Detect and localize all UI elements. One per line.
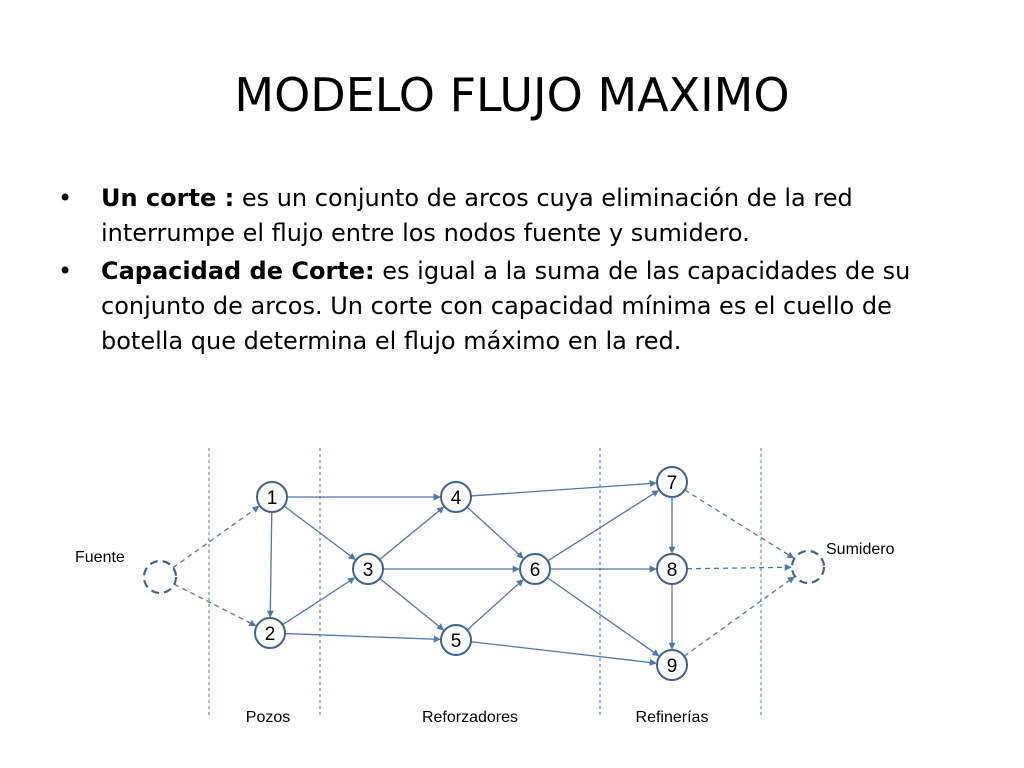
node-circle — [519, 553, 551, 585]
sink-node — [790, 549, 826, 585]
edge-6-7 — [547, 490, 660, 562]
sink-label: Sumidero — [826, 541, 895, 558]
edge-2-3 — [282, 577, 356, 626]
node-circle — [142, 559, 178, 595]
node-5: 5 — [440, 624, 472, 656]
node-label: 9 — [667, 656, 678, 677]
edge-F-2 — [173, 583, 257, 627]
edge-5-6 — [466, 579, 524, 631]
node-circle — [352, 553, 384, 585]
nodes-layer: 1 2 3 4 5 6 7 8 9 — [142, 466, 826, 681]
edge-3-5 — [379, 577, 445, 631]
stage-label-refineries: Refinerías — [636, 709, 709, 726]
edge-4-7 — [470, 480, 657, 497]
node-4: 4 — [440, 481, 472, 513]
edge-7-S — [684, 489, 795, 559]
bullet-text: es un conjunto de arcos cuya eliminación… — [101, 184, 853, 247]
node-6: 6 — [519, 553, 551, 585]
edge-4-6 — [466, 506, 524, 559]
node-7: 7 — [656, 466, 688, 498]
source-node — [142, 559, 178, 595]
edges-layer — [172, 480, 795, 666]
node-label: 6 — [530, 560, 541, 581]
node-circle — [440, 481, 472, 513]
node-circle — [254, 617, 286, 649]
bullet-icon: • — [58, 257, 73, 285]
edge-5-9 — [470, 641, 657, 666]
stage-label-boosters: Reforzadores — [422, 709, 518, 726]
bullet-term: Capacidad de Corte: — [101, 257, 375, 285]
source-label: Fuente — [75, 549, 125, 566]
edge-F-1 — [172, 505, 260, 569]
bullet-list: • Un corte : es un conjunto de arcos cuya… — [58, 181, 978, 362]
stage-label-wells: Pozos — [246, 709, 290, 726]
node-circle — [440, 624, 472, 656]
node-circle — [656, 466, 688, 498]
edge-3-4 — [379, 506, 445, 561]
node-label: 7 — [667, 473, 678, 494]
node-label: 8 — [667, 560, 678, 581]
bullet-text: es igual a la suma de las capacidades de… — [101, 257, 911, 355]
node-label: 1 — [267, 488, 278, 509]
bullet-icon: • — [58, 184, 73, 212]
edge-6-9 — [546, 577, 660, 657]
bullet-term: Un corte : — [101, 184, 235, 212]
edge-1-3 — [283, 505, 356, 560]
edge-2-5 — [284, 632, 441, 643]
node-9: 9 — [656, 649, 688, 681]
node-8: 8 — [656, 553, 688, 585]
node-2: 2 — [254, 617, 286, 649]
node-circle — [656, 553, 688, 585]
node-label: 3 — [363, 560, 374, 581]
bullet-item-cut: • Un corte : es un conjunto de arcos cuya… — [58, 181, 978, 251]
bullet-item-cut-capacity: • Capacidad de Corte: es igual a la suma … — [58, 254, 978, 359]
edge-1-2 — [266, 511, 274, 618]
edge-9-S — [683, 576, 795, 657]
slide-title: MODELO FLUJO MAXIMO — [234, 68, 790, 122]
node-circle — [256, 481, 288, 513]
node-1: 1 — [256, 481, 288, 513]
node-circle — [790, 549, 826, 585]
node-label: 5 — [451, 631, 462, 652]
node-3: 3 — [352, 553, 384, 585]
node-label: 2 — [265, 624, 276, 645]
node-label: 4 — [451, 488, 462, 509]
edge-8-S — [686, 563, 792, 571]
node-circle — [656, 649, 688, 681]
